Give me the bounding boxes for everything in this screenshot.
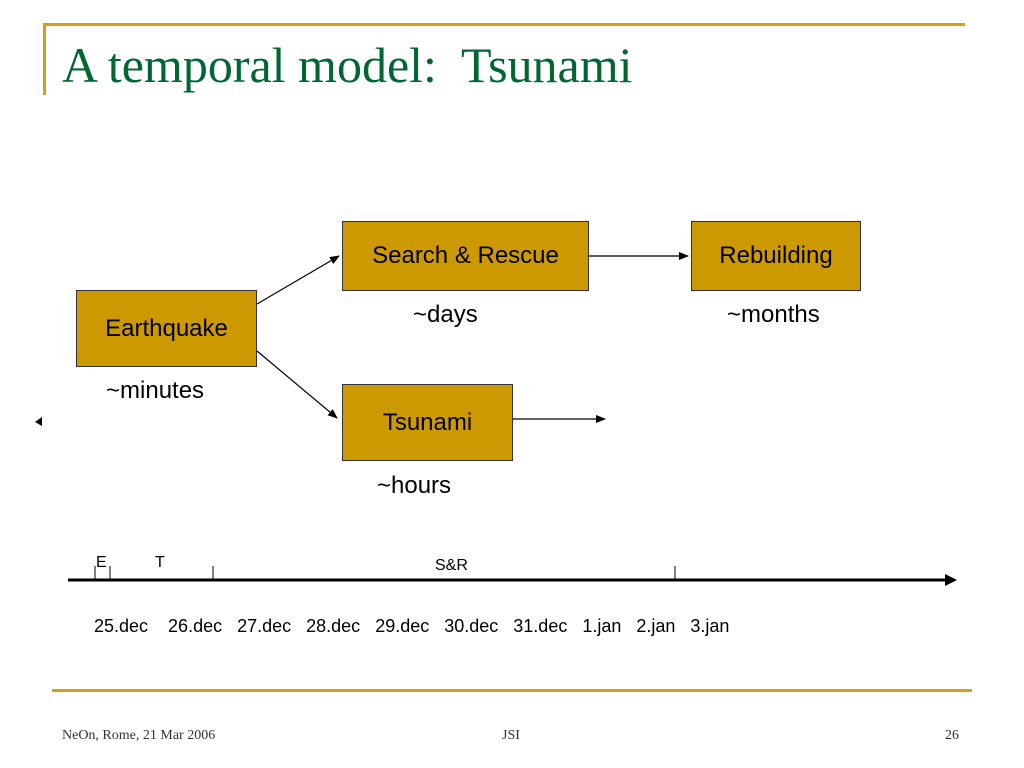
frame-top-rule <box>43 23 965 26</box>
node-rebuilding: Rebuilding <box>691 221 861 291</box>
footer-rule <box>52 689 972 692</box>
node-search-rescue: Search & Rescue <box>342 221 589 291</box>
timeline-dates: 25.dec 26.dec 27.dec 28.dec 29.dec 30.de… <box>94 616 730 636</box>
node-search-rescue-label: Search & Rescue <box>372 242 559 269</box>
node-tsunami: Tsunami <box>342 384 513 461</box>
stray-arrowhead <box>35 417 42 426</box>
duration-rebuilding: ~months <box>727 301 820 328</box>
footer-center: JSI <box>502 728 520 743</box>
duration-search-rescue: ~days <box>413 301 478 328</box>
timeline-marker-e: E <box>96 554 107 571</box>
node-rebuilding-label: Rebuilding <box>719 242 833 269</box>
footer-left: NeOn, Rome, 21 Mar 2006 <box>62 728 216 743</box>
node-earthquake: Earthquake <box>76 290 257 367</box>
duration-tsunami: ~hours <box>377 472 452 499</box>
timeline-arrowhead <box>945 574 957 586</box>
arrow-earthquake-to-tsunami <box>256 350 338 419</box>
node-tsunami-label: Tsunami <box>382 408 473 436</box>
duration-earthquake: ~minutes <box>106 377 205 404</box>
timeline-marker-sr: S&R <box>435 557 468 574</box>
arrow-earthquake-to-search-rescue <box>256 255 340 305</box>
slide-title: A temporal model: Tsunami <box>62 37 633 93</box>
frame-left-rule <box>43 23 46 95</box>
timeline-marker-t: T <box>155 554 165 571</box>
slide-number: 26 <box>945 728 959 743</box>
node-earthquake-label: Earthquake <box>105 314 228 342</box>
